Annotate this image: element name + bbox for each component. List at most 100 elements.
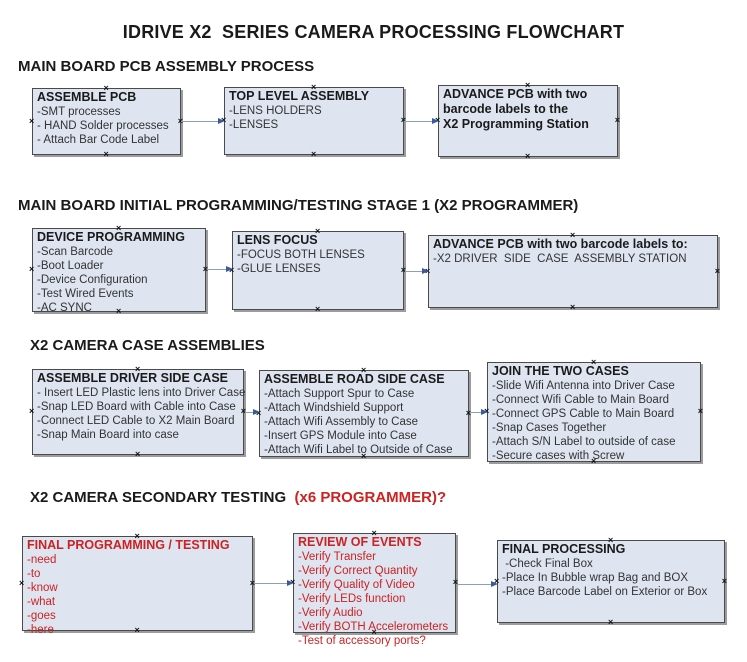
box-item-line: -Place In Bubble wrap Bag and BOX bbox=[502, 572, 689, 584]
connection-handle-icon: × bbox=[103, 149, 109, 159]
box-item-line: -Check Final Box bbox=[502, 558, 593, 570]
box-item-line: -AC SYNC bbox=[37, 302, 92, 314]
flow-box-assemble-road-side-case: ASSEMBLE ROAD SIDE CASE -Attach Support … bbox=[256, 366, 471, 461]
box-items: -Verify Transfer -Verify Correct Quantity… bbox=[298, 550, 451, 648]
flow-box-lens-focus: LENS FOCUS -FOCUS BOTH LENSES-GLUE LENSE… bbox=[229, 227, 406, 314]
box-item-line: -Snap Main Board into case bbox=[37, 429, 179, 441]
box-item-line: -Snap LED Board with Cable into Case bbox=[37, 401, 236, 413]
connector-arrow bbox=[245, 408, 260, 415]
box-items: -LENS HOLDERS -LENSES bbox=[229, 104, 399, 132]
flow-box-assemble-driver-side-case: ASSEMBLE DRIVER SIDE CASE - Insert LED P… bbox=[29, 365, 246, 459]
box-item-line: -know bbox=[27, 582, 58, 594]
section-header-pcb-assembly: MAIN BOARD PCB ASSEMBLY PROCESS bbox=[18, 58, 315, 75]
connector-arrow bbox=[181, 117, 225, 124]
box-item-line: -Verify Correct Quantity bbox=[298, 565, 418, 577]
flow-box-join-the-two-cases: JOIN THE TWO CASES -Slide Wifi Antenna i… bbox=[484, 358, 703, 466]
connector-arrow bbox=[207, 265, 233, 272]
box-item-line: -Connect Wifi Cable to Main Board bbox=[492, 394, 670, 406]
flow-box-review-of-events: REVIEW OF EVENTS -Verify Transfer-Verify… bbox=[290, 529, 458, 648]
box-items: -X2 DRIVER SIDE CASE ASSEMBLY STATION bbox=[433, 252, 713, 266]
section-header-secondary-testing-main: X2 CAMERA SECONDARY TESTING bbox=[30, 489, 295, 506]
box-title: FINAL PROCESSING bbox=[502, 542, 626, 556]
box-item-line: -Snap Cases Together bbox=[492, 422, 607, 434]
box-item-line: -Slide Wifi Antenna into Driver Case bbox=[492, 380, 675, 392]
section-header-case-assemblies: X2 CAMERA CASE ASSEMBLIES bbox=[30, 337, 265, 354]
connection-handle-icon: × bbox=[29, 406, 35, 416]
box-item-line: -X2 DRIVER SIDE CASE ASSEMBLY STATION bbox=[433, 253, 687, 265]
box-item-line: -Attach Wifi Assembly to Case bbox=[264, 416, 419, 428]
box-item-line: - HAND Solder processes bbox=[37, 120, 169, 132]
flow-box-final-programming-testing: FINAL PROGRAMMING / TESTING -need-to-kno… bbox=[19, 532, 255, 637]
connection-handle-icon: × bbox=[614, 115, 620, 125]
box-item-line: -Connect LED Cable to X2 Main Board bbox=[37, 415, 235, 427]
connection-handle-icon: × bbox=[697, 406, 703, 416]
connection-handle-icon: × bbox=[721, 575, 727, 586]
page-title: IDRIVE X2 SERIES CAMERA PROCESSING FLOWC… bbox=[122, 22, 625, 42]
connection-handle-icon: × bbox=[135, 449, 141, 459]
box-item-line: -LENS HOLDERS bbox=[229, 105, 322, 117]
box-title: ASSEMBLE PCB bbox=[37, 90, 137, 104]
box-item-line: -LENSES bbox=[229, 119, 279, 131]
connection-handle-icon: × bbox=[29, 264, 35, 274]
section-header-secondary-testing: X2 CAMERA SECONDARY TESTING (x6 PROGRAMM… bbox=[30, 489, 446, 506]
box-item-line: -Verify BOTH Accelerometers bbox=[298, 621, 449, 633]
box-items: -SMT processes- HAND Solder processes- A… bbox=[37, 105, 176, 147]
box-item-line: -Test of accessory ports? bbox=[298, 635, 426, 647]
box-items: -Scan Barcode-Boot Loader-Device Configu… bbox=[37, 245, 201, 315]
box-title: ASSEMBLE ROAD SIDE CASE bbox=[264, 372, 445, 386]
connection-handle-icon: × bbox=[465, 407, 471, 418]
box-title: JOIN THE TWO CASES bbox=[492, 364, 629, 378]
connector-arrow bbox=[254, 579, 294, 586]
connection-handle-icon: × bbox=[400, 264, 406, 275]
box-item-line: -Connect GPS Cable to Main Board bbox=[492, 408, 675, 420]
box-item-line: -what bbox=[27, 596, 56, 608]
box-item-line: -Attach Windshield Support bbox=[264, 402, 404, 414]
box-item-line: -Attach Wifi Label to Outside of Case bbox=[264, 444, 453, 456]
box-items: -Slide Wifi Antenna into Driver Case -Con… bbox=[492, 379, 696, 463]
connector-arrow bbox=[457, 580, 498, 587]
box-item-line: -Device Configuration bbox=[37, 274, 148, 286]
flow-box-assemble-pcb: ASSEMBLE PCB -SMT processes - HAND Solder… bbox=[29, 84, 183, 159]
connection-handle-icon: × bbox=[714, 265, 720, 276]
box-item-line: -here bbox=[27, 624, 54, 636]
connection-handle-icon: × bbox=[570, 302, 576, 312]
box-item-line: -goes bbox=[27, 610, 56, 622]
section-header-secondary-testing-accent: (x6 PROGRAMMER)? bbox=[294, 489, 447, 506]
box-items: -Attach Support Spur to Case-Attach Wind… bbox=[264, 387, 464, 457]
box-item-line: -Test Wired Events bbox=[37, 288, 134, 300]
flow-box-advance-pcb-driver-side: ADVANCE PCB with two barcode labels to: … bbox=[425, 231, 720, 312]
box-items: -FOCUS BOTH LENSES-GLUE LENSES bbox=[237, 248, 399, 276]
flow-box-device-programming: DEVICE PROGRAMMING -Scan Barcode-Boot Lo… bbox=[29, 224, 208, 316]
box-title: LENS FOCUS bbox=[237, 233, 318, 247]
connection-handle-icon: × bbox=[608, 617, 614, 627]
section-header-initial-programming: MAIN BOARD INITIAL PROGRAMMING/TESTING S… bbox=[18, 197, 579, 214]
box-items: - Insert LED Plastic lens into Driver Ca… bbox=[37, 386, 245, 442]
connector-arrow bbox=[405, 267, 429, 274]
box-item-line: -Attach S/N Label to outside of case bbox=[492, 436, 676, 448]
box-title: ASSEMBLE DRIVER SIDE CASE bbox=[37, 371, 229, 385]
box-item-line: -need bbox=[27, 554, 57, 566]
connection-handle-icon: × bbox=[525, 151, 531, 161]
flow-box-top-level-assembly: TOP LEVEL ASSEMBLY -LENS HOLDERS-LENSES … bbox=[221, 83, 406, 159]
flow-box-advance-pcb-programming-station: ADVANCE PCB with two barcode labels to t… bbox=[435, 81, 620, 161]
box-item-line: -Insert GPS Module into Case bbox=[264, 430, 417, 442]
box-title: REVIEW OF EVENTS bbox=[298, 535, 422, 549]
box-item-line: -Verify LEDs function bbox=[298, 593, 406, 605]
box-item-line: -Scan Barcode bbox=[37, 246, 114, 258]
connection-handle-icon: × bbox=[29, 115, 35, 126]
box-item-line: -FOCUS BOTH LENSES bbox=[237, 249, 365, 261]
box-item-line: -SMT processes bbox=[37, 106, 121, 118]
box-item-line: -to bbox=[27, 568, 41, 580]
box-item-line: -Place Barcode Label on Exterior or Box bbox=[502, 586, 708, 598]
box-title: ADVANCE PCB with two barcode labels to: bbox=[433, 237, 688, 251]
box-item-line: -Verify Audio bbox=[298, 607, 363, 619]
connector-arrow bbox=[470, 408, 488, 415]
box-item-line: -Verify Quality of Video bbox=[298, 579, 415, 591]
box-title: DEVICE PROGRAMMING bbox=[37, 230, 185, 244]
box-item-line: -Verify Transfer bbox=[298, 551, 376, 563]
connection-handle-icon: × bbox=[311, 149, 317, 159]
box-items: -Check Final Box -Place In Bubble wrap Ba… bbox=[502, 557, 720, 599]
box-title: ADVANCE PCB with two barcode labels to t… bbox=[443, 87, 589, 131]
flow-box-final-processing: FINAL PROCESSING -Check Final Box -Place … bbox=[494, 536, 727, 627]
